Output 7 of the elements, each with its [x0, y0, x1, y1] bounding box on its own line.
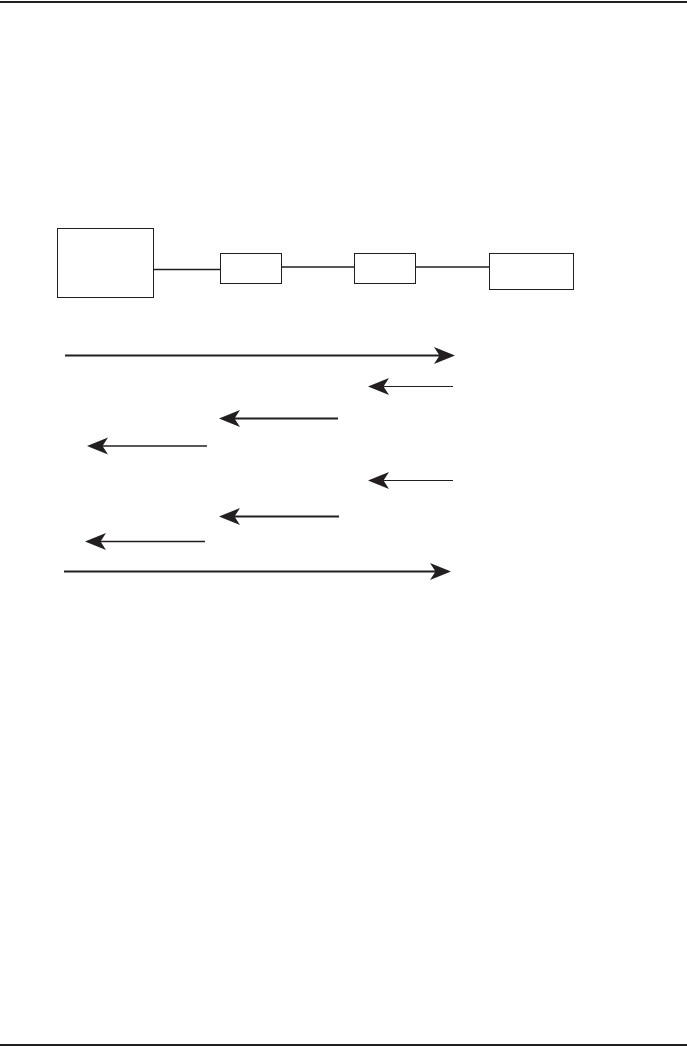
connector-line: [153, 268, 221, 271]
empty-box: [220, 253, 282, 284]
empty-box: [489, 253, 574, 290]
connector-line: [415, 266, 490, 268]
connector-line: [281, 266, 355, 268]
empty-box: [354, 253, 416, 284]
empty-box: [57, 228, 154, 298]
